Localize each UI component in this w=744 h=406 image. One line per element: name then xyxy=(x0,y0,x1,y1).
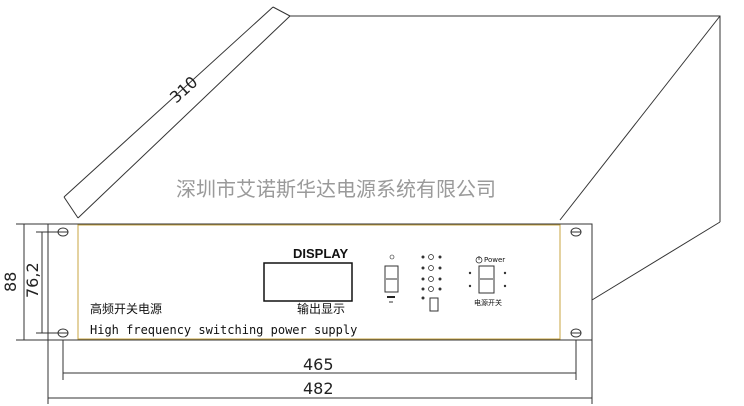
display-title: DISPLAY xyxy=(293,246,348,261)
power-label: Power xyxy=(484,256,505,264)
watermark-text: 深圳市艾诺斯华达电源系统有限公司 xyxy=(176,177,496,201)
height-dimensions xyxy=(16,223,60,341)
product-name-cn: 高频开关电源 xyxy=(90,301,162,316)
front-panel-frame xyxy=(47,223,593,341)
width-total-label: 482 xyxy=(303,379,334,398)
product-name-en: High frequency switching power supply xyxy=(90,323,357,337)
width-dimensions xyxy=(47,340,593,404)
power-switch-caption: 电源开关 xyxy=(474,298,502,307)
display-window xyxy=(263,262,353,302)
mount-hole-icon xyxy=(570,328,582,338)
front-panel-face xyxy=(77,224,561,340)
chassis-top-outline xyxy=(77,15,721,301)
display-caption: 输出显示 xyxy=(297,301,345,316)
meter-block xyxy=(384,254,399,303)
height-inner-label: 76,2 xyxy=(23,262,42,298)
height-total-label: 88 xyxy=(1,272,20,292)
width-inner-label: 465 xyxy=(303,355,334,374)
power-switch xyxy=(478,265,495,294)
indicator-led-group xyxy=(421,254,442,312)
mount-hole-icon xyxy=(570,227,582,237)
power-switch-group: Power 电源开关 xyxy=(468,256,507,307)
